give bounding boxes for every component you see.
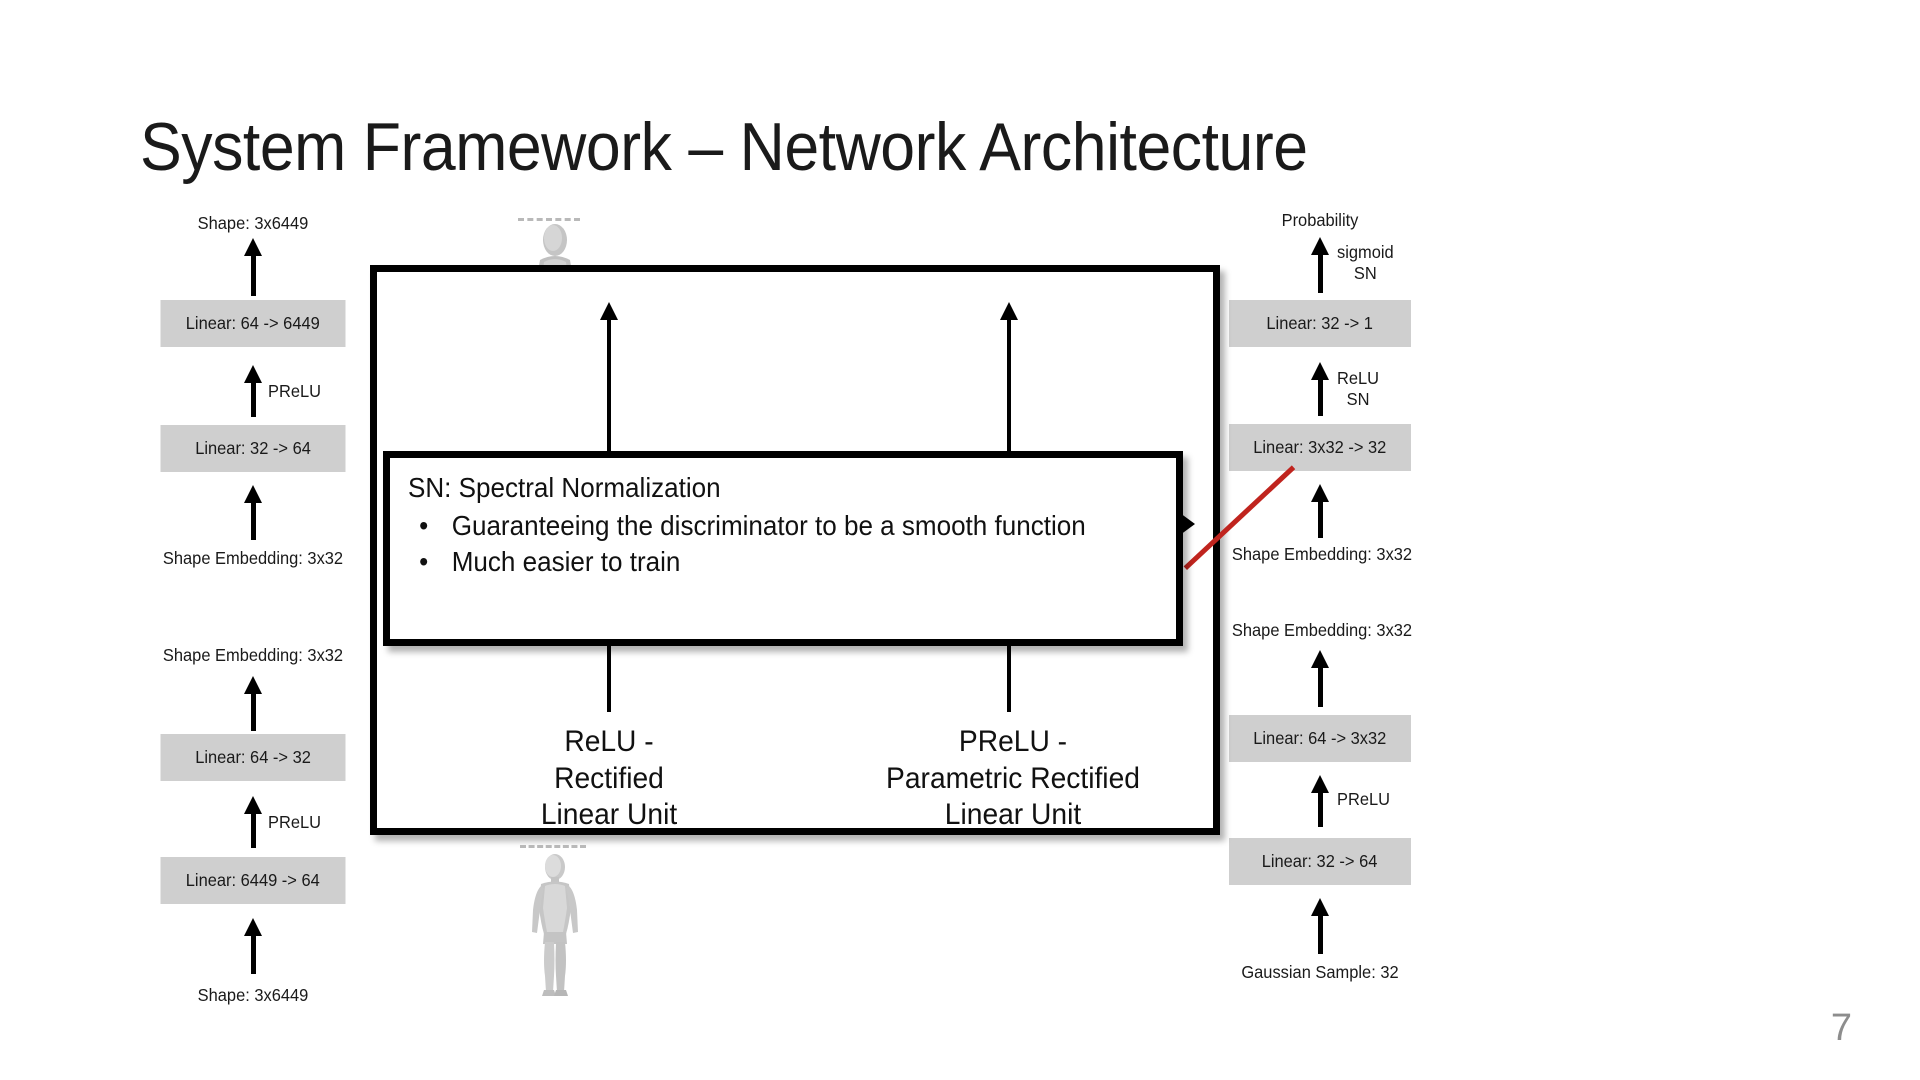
spectral-normalization-callout: SN: Spectral Normalization • Guaranteein… [383,451,1195,646]
relu-caption-line-1: ReLU - [564,725,654,758]
generator-arrow-1 [242,238,264,296]
callout-bullet-2-text: Much easier to train [451,545,681,577]
discriminator-arrow-4 [1309,650,1331,707]
relu-sn-label: SN [1346,388,1370,409]
generator-shape-embedding-lower: Shape Embedding: 3x32 [162,645,344,665]
discriminator-arrow-3 [1309,484,1331,538]
prelu-caption-line-3: Linear Unit [944,798,1082,832]
discriminator-top-output-label: Probability [1281,210,1359,230]
generator-arrow-2 [242,365,264,417]
generator-layer-linear-32-64[interactable]: Linear: 32 -> 64 [160,425,346,472]
callout-bullet-1-text: Guaranteeing the discriminator to be a s… [451,509,1086,541]
callout-title: SN: Spectral Normalization [408,472,721,503]
generator-activation-prelu-2: PReLU [268,812,322,832]
relu-caption: ReLU - Rectified Linear Unit [541,724,677,834]
discriminator-layer-linear-32-64[interactable]: Linear: 32 -> 64 [1229,838,1411,885]
prelu-caption-line-2: Parametric Rectified [886,761,1140,795]
generator-arrow-5 [242,796,264,848]
prelu-caption: PReLU - Parametric Rectified Linear Unit [886,724,1140,834]
discriminator-activation-relu-sn: ReLU SN [1337,368,1379,409]
relu-label: ReLU [1337,368,1380,388]
discriminator-arrow-5 [1309,775,1331,827]
discriminator-layer-linear-3x32-32[interactable]: Linear: 3x32 -> 32 [1229,424,1411,471]
discriminator-layer-linear-32-1[interactable]: Linear: 32 -> 1 [1229,300,1411,347]
generator-arrow-3 [242,485,264,540]
callout-bullet-list: • Guaranteeing the discriminator to be a… [408,508,1158,580]
discriminator-bottom-input-label: Gaussian Sample: 32 [1241,962,1399,982]
mesh-bottom-dashed-line [520,845,586,848]
generator-arrow-4 [242,676,264,731]
generator-bottom-input-label: Shape: 3x6449 [197,985,309,1005]
page-number: 7 [1830,1007,1852,1049]
bullet-glyph-icon-2: • [419,545,429,577]
discriminator-layer-linear-64-3x32[interactable]: Linear: 64 -> 3x32 [1229,715,1411,762]
prelu-y-axis-arrowhead [1000,302,1018,320]
generator-shape-embedding-upper: Shape Embedding: 3x32 [162,548,344,568]
generator-top-output-label: Shape: 3x6449 [197,213,309,233]
discriminator-arrow-2 [1309,362,1331,416]
callout-pointer-icon [1180,513,1195,535]
generator-layer-linear-6449-64[interactable]: Linear: 6449 -> 64 [160,857,346,904]
discriminator-activation-prelu: PReLU [1337,789,1391,809]
discriminator-shape-embedding-lower: Shape Embedding: 3x32 [1231,620,1413,640]
discriminator-shape-embedding-upper: Shape Embedding: 3x32 [1231,544,1413,564]
bullet-glyph-icon: • [419,509,429,541]
page-title: System Framework – Network Architecture [140,109,1308,185]
generator-arrow-6 [242,918,264,974]
human-mesh-bottom-icon [510,852,600,997]
sigmoid-sn-label: SN [1353,262,1377,283]
mesh-top-dashed-line [518,218,580,221]
generator-layer-linear-64-6449[interactable]: Linear: 64 -> 6449 [160,300,346,347]
relu-caption-line-2: Rectified [554,761,664,795]
generator-layer-linear-64-32[interactable]: Linear: 64 -> 32 [160,734,346,781]
discriminator-arrow-1 [1309,237,1331,293]
callout-bullet-2: • Much easier to train [408,544,1106,580]
sigmoid-label: sigmoid [1337,242,1394,262]
relu-y-axis-arrowhead [600,302,618,320]
discriminator-arrow-6 [1309,898,1331,954]
discriminator-activation-sigmoid-sn: sigmoid SN [1337,242,1394,283]
generator-activation-prelu-1: PReLU [268,381,322,401]
prelu-caption-line-1: PReLU - [958,725,1068,758]
callout-bullet-1: • Guaranteeing the discriminator to be a… [408,508,1106,544]
relu-caption-line-3: Linear Unit [540,798,678,832]
